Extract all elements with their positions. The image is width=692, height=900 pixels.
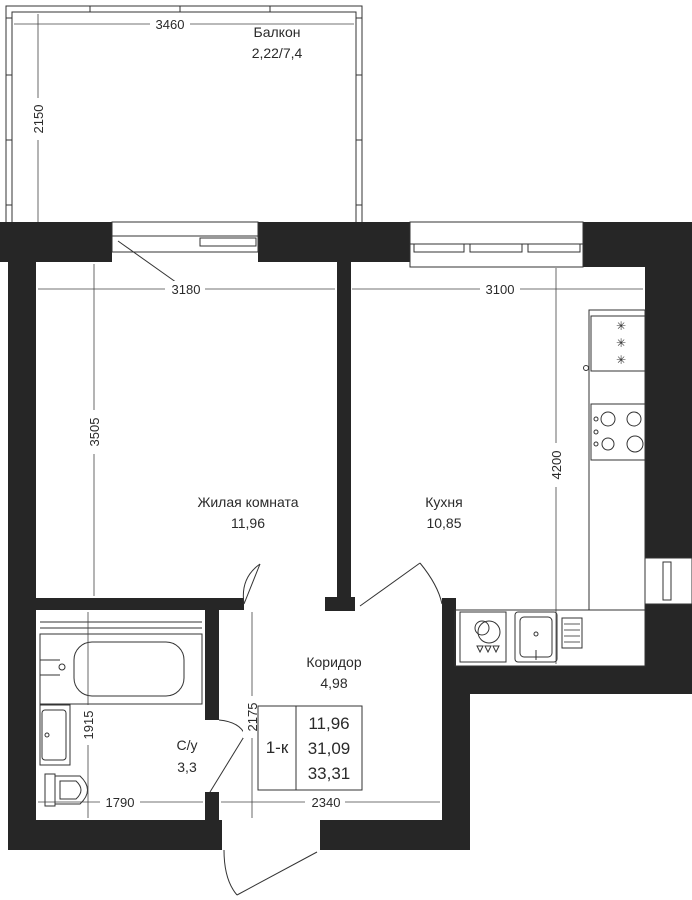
summary-box: 1-к 11,96 31,09 33,31: [257, 705, 363, 791]
living-area-total: 11,96: [308, 714, 349, 733]
stove: [590, 403, 646, 461]
living-window: [111, 221, 259, 286]
corridor-area: 4,98: [320, 675, 347, 691]
toilet: [44, 773, 88, 807]
kitchen-name: Кухня: [425, 494, 462, 510]
walls: [0, 222, 692, 850]
bathroom-name: С/у: [177, 737, 198, 753]
kitchen-window: [409, 221, 584, 268]
dim-corridor-width: 2340: [312, 795, 341, 810]
balcony: 3460 2150 Балкон 2,22/7,4: [5, 5, 363, 225]
dim-balcony-width: 3460: [156, 17, 185, 32]
dim-kitchen-depth: 4200: [549, 451, 564, 480]
dim-bath-width: 1790: [106, 795, 135, 810]
total-area-with-balcony: 33,31: [308, 764, 351, 783]
balcony-area: 2,22/7,4: [252, 45, 303, 61]
total-area: 31,09: [308, 739, 351, 758]
corridor-name: Коридор: [306, 654, 362, 670]
dim-corridor-depth: 2175: [245, 703, 260, 732]
kitchen-sink: [514, 611, 583, 663]
side-window: [644, 557, 692, 605]
dim-kitchen-width: 3100: [486, 282, 515, 297]
fridge: ✳ ✳ ✳: [583, 315, 646, 372]
svg-text:✳: ✳: [616, 336, 626, 350]
apartment-type: 1-к: [266, 738, 289, 757]
living-room-area: 11,96: [231, 515, 265, 531]
balcony-name: Балкон: [254, 24, 301, 40]
svg-text:✳: ✳: [616, 353, 626, 367]
svg-text:✳: ✳: [616, 319, 626, 333]
washing-machine: [459, 611, 507, 663]
bathroom-sink: [39, 704, 71, 766]
dim-living-width: 3180: [172, 282, 201, 297]
dim-bath-depth: 1915: [81, 711, 96, 740]
bathtub: [39, 621, 203, 705]
doors: [209, 562, 443, 896]
dim-living-depth: 3505: [87, 418, 102, 447]
kitchen-area: 10,85: [426, 515, 461, 531]
dim-balcony-depth: 2150: [31, 105, 46, 134]
dimensions: 3180 3100 3505 4200 1915 1790 2340 2175: [38, 264, 643, 818]
bathroom-area: 3,3: [177, 759, 197, 775]
living-room-name: Жилая комната: [197, 494, 298, 510]
